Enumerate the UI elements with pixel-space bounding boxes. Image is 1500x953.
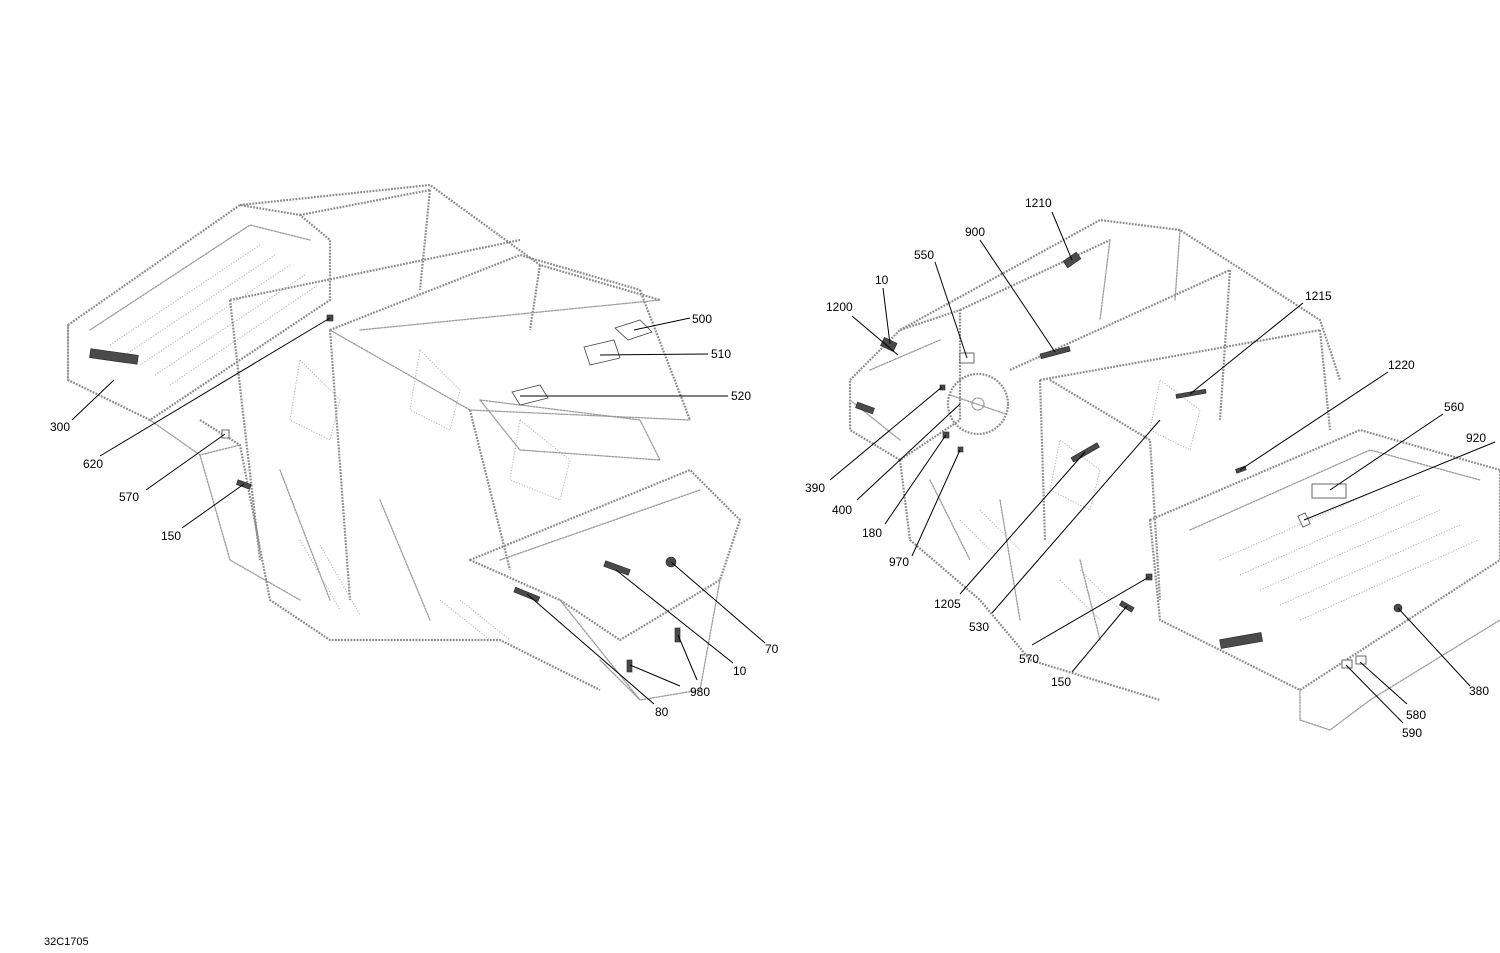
callout-1205: 1205: [934, 597, 961, 611]
callout-500: 500: [692, 312, 712, 326]
callout-580: 580: [1406, 708, 1426, 722]
left-leader-lines: [71, 317, 766, 705]
callout-1215: 1215: [1305, 289, 1332, 303]
callout-10: 10: [733, 664, 747, 678]
callout-510: 510: [711, 347, 731, 361]
callout-1220: 1220: [1388, 358, 1415, 372]
callout-900: 900: [965, 225, 985, 239]
callout-920: 920: [1466, 431, 1486, 445]
callout-400: 400: [832, 503, 852, 517]
drawing-code: 32C1705: [44, 936, 89, 948]
callout-390: 390: [805, 481, 825, 495]
callout-970: 970: [889, 555, 909, 569]
callout-1210: 1210: [1025, 196, 1052, 210]
callout-570: 570: [119, 490, 139, 504]
callout-570: 570: [1019, 652, 1039, 666]
callout-980: 980: [690, 685, 710, 699]
callout-1200: 1200: [826, 300, 853, 314]
callout-550: 550: [914, 248, 934, 262]
callout-560: 560: [1444, 400, 1464, 414]
callout-150: 150: [161, 529, 181, 543]
callout-300: 300: [50, 420, 70, 434]
callout-70: 70: [765, 642, 779, 656]
callout-520: 520: [731, 389, 751, 403]
right-leader-lines: [829, 211, 1496, 724]
callout-380: 380: [1469, 684, 1489, 698]
right-vehicle-illustration: [848, 218, 1500, 731]
callout-530: 530: [969, 620, 989, 634]
callout-150: 150: [1051, 675, 1071, 689]
callout-10: 10: [875, 273, 889, 287]
left-callouts: 300 620 570 150 500 510 520 70 10 980 80: [50, 312, 779, 719]
right-callouts: 1210 900 550 10 1200 1215 1220 560 920 3…: [805, 196, 1489, 740]
callout-620: 620: [83, 457, 103, 471]
callout-180: 180: [862, 526, 882, 540]
left-vehicle-illustration: [66, 183, 742, 701]
callout-590: 590: [1402, 726, 1422, 740]
callout-80: 80: [655, 705, 669, 719]
